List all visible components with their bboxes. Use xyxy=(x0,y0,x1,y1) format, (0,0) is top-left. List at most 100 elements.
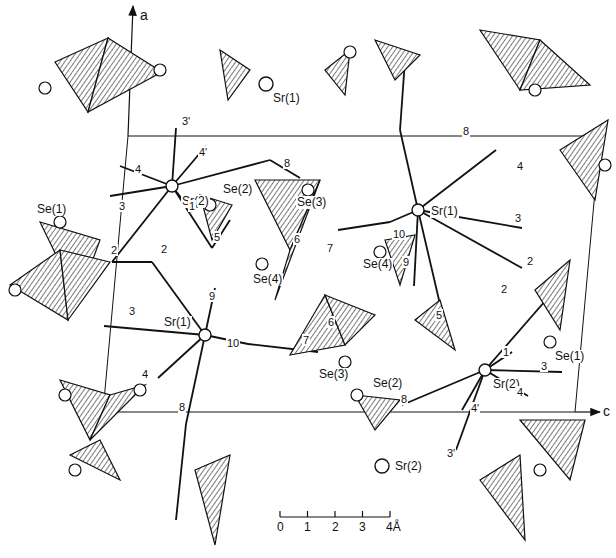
atom-label: Sr(1) xyxy=(430,205,459,218)
axis-arrow xyxy=(575,411,600,412)
oxygen-number: 8 xyxy=(462,125,470,137)
atom-label: Se(2) xyxy=(222,183,253,196)
bond-line xyxy=(418,210,522,268)
se-atom xyxy=(69,464,81,476)
oxygen-number: 3 xyxy=(514,212,522,224)
oxygen-number: 9 xyxy=(402,256,410,268)
oxygen-number: 4' xyxy=(198,146,208,158)
atom-label: Se(3) xyxy=(318,368,349,381)
oxygen-number: 5 xyxy=(213,231,221,243)
atom-label: Se(4) xyxy=(252,273,283,286)
seo3-pyramid xyxy=(480,455,525,540)
oxygen-number: 6 xyxy=(293,233,301,245)
atom-label: Se(4) xyxy=(362,258,393,271)
se-atom xyxy=(599,159,611,171)
oxygen-number: 10 xyxy=(392,228,406,240)
oxygen-number: 2 xyxy=(160,243,168,255)
seo3-pyramid xyxy=(535,260,570,330)
oxygen-number: 10 xyxy=(226,337,240,349)
seo3-pyramid xyxy=(60,250,110,320)
seo3-pyramid xyxy=(70,440,120,480)
sr-atom xyxy=(259,77,273,91)
bond-line xyxy=(112,186,172,262)
se-atom xyxy=(134,384,146,396)
se-atom xyxy=(351,389,363,401)
axis-label: c xyxy=(602,404,611,419)
oxygen-number: 3 xyxy=(540,360,548,372)
bond-line xyxy=(400,130,418,210)
scale-number: 3 xyxy=(358,521,367,534)
seo3-pyramid xyxy=(88,38,162,112)
seo3-pyramid xyxy=(520,420,585,480)
seo3-pyramid xyxy=(415,300,455,350)
se-atom xyxy=(59,389,71,401)
se-atom xyxy=(339,356,351,368)
se-atom xyxy=(544,336,556,348)
se-atom xyxy=(534,464,546,476)
scale-number: 2 xyxy=(331,521,340,534)
seo3-pyramid xyxy=(255,180,320,250)
atom-label: Se(1) xyxy=(36,203,67,216)
se-atom xyxy=(154,64,166,76)
oxygen-number: 2 xyxy=(110,244,118,256)
oxygen-number: 8 xyxy=(400,393,408,405)
se-atom xyxy=(344,46,356,58)
sr-atom xyxy=(375,459,389,473)
oxygen-number: 3 xyxy=(128,305,136,317)
scale-number: 4Å xyxy=(385,521,402,534)
oxygen-number: 7 xyxy=(326,242,334,254)
seo3-pyramid xyxy=(90,385,145,440)
oxygen-number: 2 xyxy=(500,283,508,295)
oxygen-number: 6 xyxy=(327,316,335,328)
oxygen-number: 8 xyxy=(283,157,291,169)
bond-line xyxy=(112,261,152,263)
bond-line xyxy=(176,424,186,520)
bond-line xyxy=(186,335,205,424)
seo3-pyramid xyxy=(355,395,400,430)
oxygen-number: 4 xyxy=(134,163,142,175)
oxygen-number: 5 xyxy=(435,309,443,321)
seo3-pyramid xyxy=(195,455,230,545)
unit-cell xyxy=(103,136,600,412)
bond-line xyxy=(418,150,496,210)
bond-line xyxy=(402,370,485,405)
se-atom xyxy=(374,246,386,258)
sr-atom xyxy=(412,204,424,216)
oxygen-number: 4 xyxy=(141,368,149,380)
seo3-pyramid xyxy=(220,50,250,100)
bond-line xyxy=(485,370,562,372)
oxygen-number: 4 xyxy=(516,386,524,398)
oxygen-number: 1 xyxy=(502,346,510,358)
oxygen-number: 8 xyxy=(178,401,186,413)
seo3-pyramid xyxy=(375,40,420,80)
bond-line xyxy=(172,128,176,186)
atom-label: Sr(1) xyxy=(272,92,301,105)
oxygen-number: 4' xyxy=(470,402,480,414)
sr-atom xyxy=(479,364,491,376)
seo3-pyramid xyxy=(10,250,68,320)
sr-atom xyxy=(199,329,211,341)
sr-atom xyxy=(166,180,178,192)
oxygen-number: 9 xyxy=(208,290,216,302)
se-atom xyxy=(54,216,66,228)
seo3-pyramid xyxy=(520,40,590,90)
scale-number: 1 xyxy=(303,521,312,534)
se-atom xyxy=(529,84,541,96)
oxygen-number: 1 xyxy=(188,200,196,212)
se-atom xyxy=(256,258,268,270)
bond-line xyxy=(110,186,172,196)
bond-line xyxy=(414,210,418,286)
bond-line xyxy=(172,160,270,186)
se-atom xyxy=(9,284,21,296)
bond-line xyxy=(338,222,390,230)
se-atom xyxy=(302,184,314,196)
atom-label: Sr(1) xyxy=(163,316,192,329)
atom-label: Se(1) xyxy=(554,350,585,363)
seo3-pyramid xyxy=(325,295,375,345)
oxygen-number: 3' xyxy=(446,447,456,459)
axis-label: a xyxy=(139,8,149,23)
atom-label: Se(3) xyxy=(296,196,327,209)
bond-line xyxy=(152,262,205,335)
bond-line xyxy=(120,166,172,186)
